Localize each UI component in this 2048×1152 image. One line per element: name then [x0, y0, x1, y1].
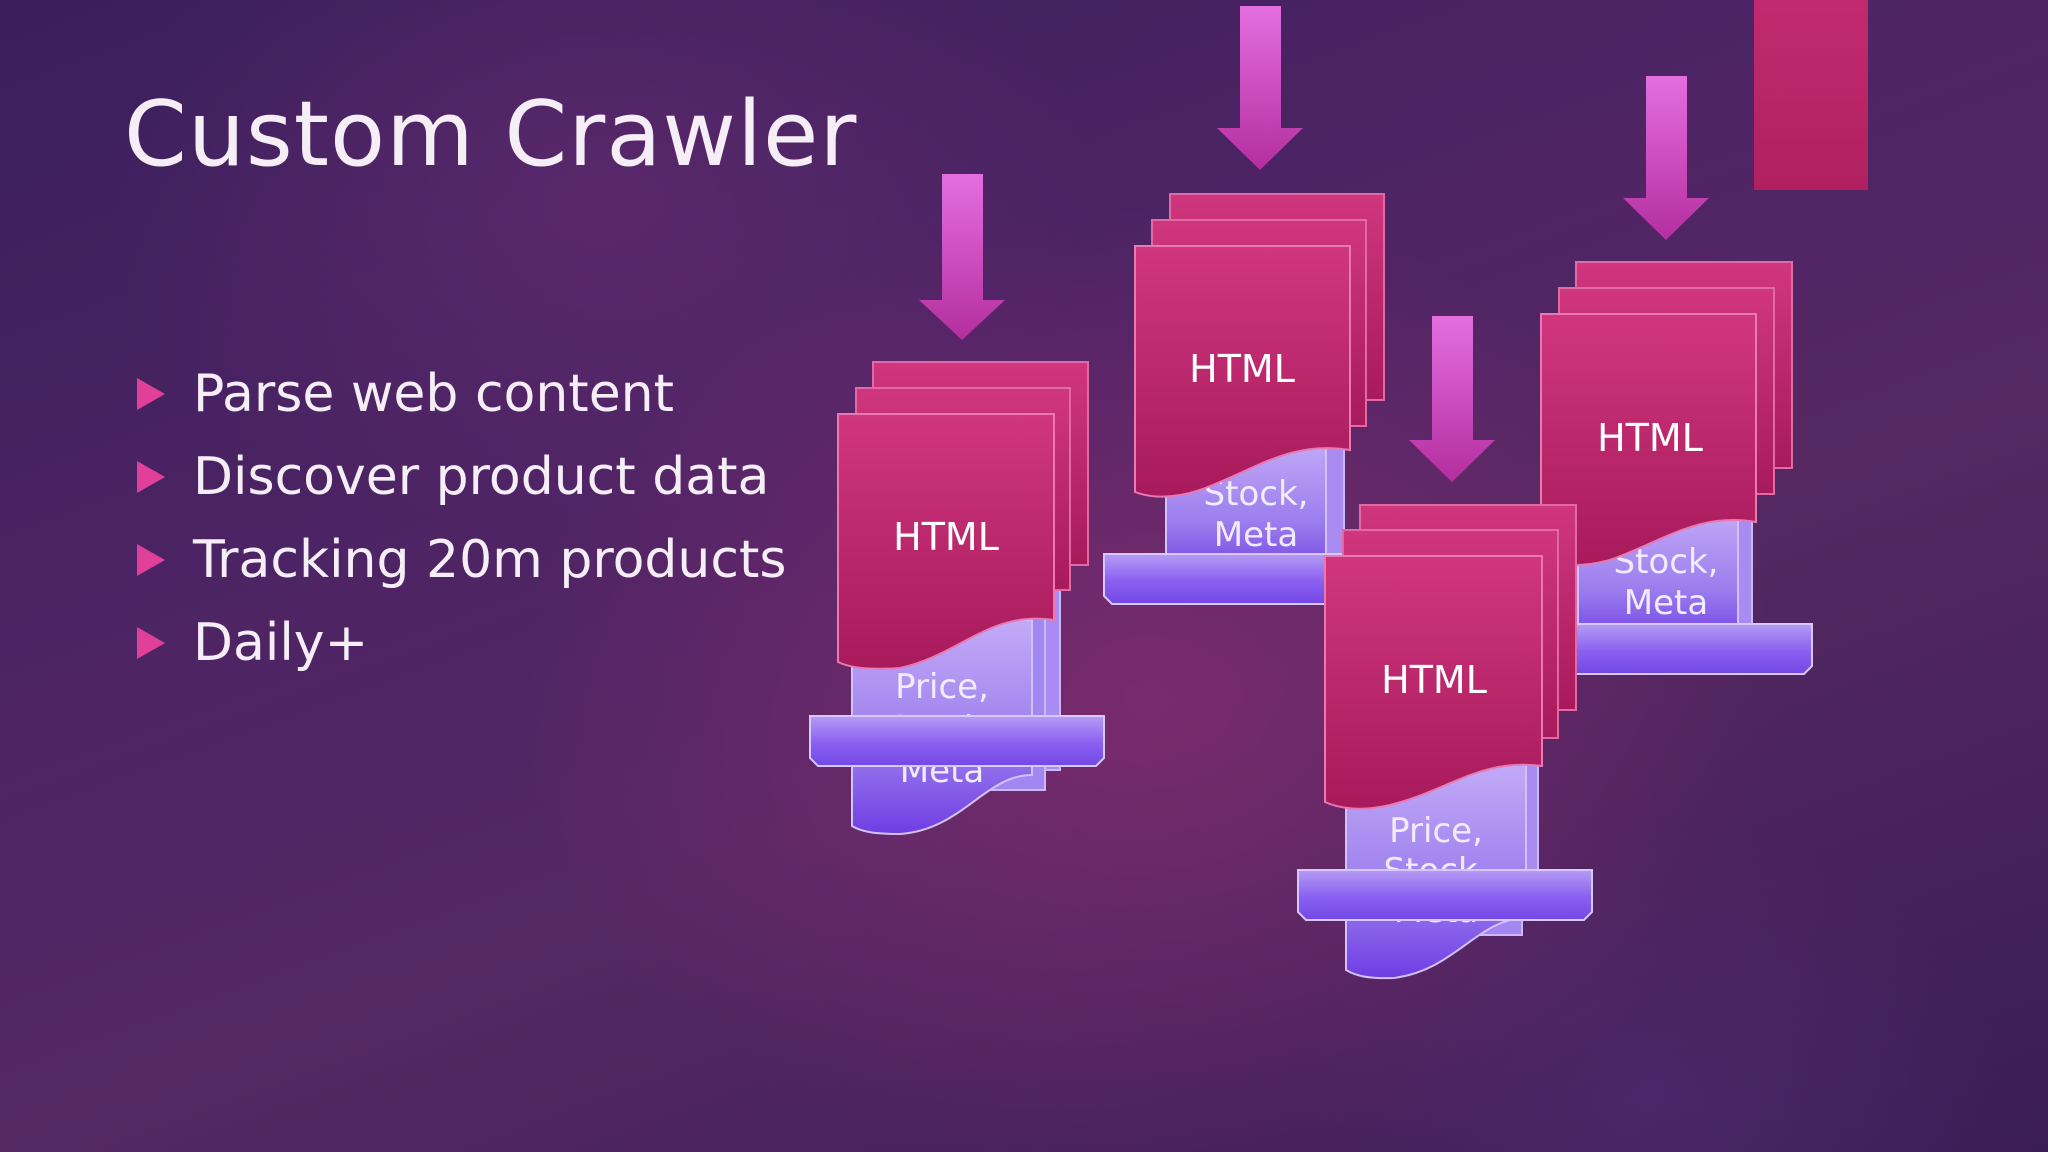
- slide-title: Custom Crawler: [124, 82, 858, 187]
- bullet-item: Parse web content: [135, 352, 786, 435]
- html-label: HTML: [1597, 416, 1703, 460]
- triangle-bullet-icon: [137, 377, 165, 410]
- html-label: HTML: [1381, 658, 1487, 702]
- output-label-line: Meta: [1214, 515, 1298, 555]
- crawler-stack-d: Stock, Meta HTML: [1517, 76, 1813, 675]
- output-label-line: Meta: [1624, 583, 1708, 623]
- html-label: HTML: [893, 515, 999, 559]
- bullet-item: Daily+: [135, 601, 786, 684]
- html-doc-stack: [837, 361, 1089, 670]
- triangle-bullet-icon: [137, 626, 165, 659]
- download-arrow-icon: [1217, 6, 1303, 170]
- bullet-text: Daily+: [193, 612, 369, 673]
- bullet-list: Parse web content Discover product data …: [135, 352, 786, 684]
- crawler-stack-a: Price, Stock, Meta HTML: [809, 174, 1105, 836]
- html-doc-stack: [1324, 504, 1577, 810]
- bullet-item: Tracking 20m products: [135, 518, 786, 601]
- triangle-bullet-icon: [137, 543, 165, 576]
- download-arrow-icon: [919, 174, 1005, 340]
- download-arrow-icon: [1409, 316, 1495, 482]
- crawler-stack-b: Stock, Meta HTML: [1103, 6, 1399, 605]
- output-label-line: Price,: [1389, 811, 1483, 851]
- parser-tray-shape: [1297, 869, 1593, 921]
- bullet-text: Discover product data: [193, 446, 770, 507]
- html-doc-stack: [1540, 261, 1793, 567]
- cropped-bar-shape: [1754, 0, 1868, 190]
- bullet-text: Parse web content: [193, 363, 675, 424]
- triangle-bullet-icon: [137, 460, 165, 493]
- html-doc-stack: [1134, 193, 1385, 498]
- crawler-stack-c: Price, Stock, Meta HTML: [1297, 316, 1593, 980]
- parser-tray-shape: [809, 715, 1105, 767]
- bullet-text: Tracking 20m products: [193, 529, 787, 590]
- download-arrow-icon: [1623, 76, 1709, 240]
- output-label-line: Price,: [895, 667, 989, 707]
- bullet-item: Discover product data: [135, 435, 786, 518]
- html-label: HTML: [1189, 347, 1295, 391]
